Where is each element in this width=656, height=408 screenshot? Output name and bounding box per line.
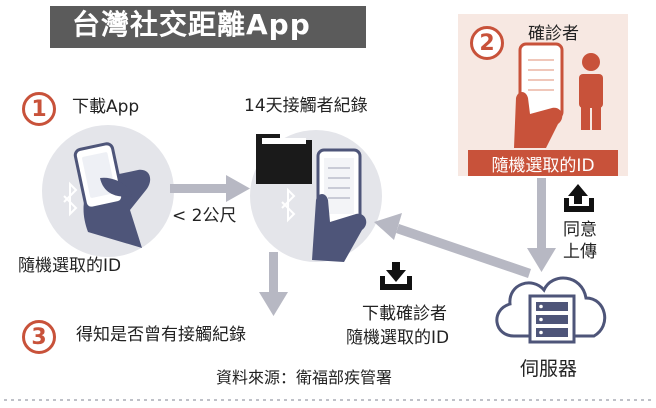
download-icon bbox=[380, 262, 412, 290]
upload-icon bbox=[564, 184, 594, 212]
consent-label-line2: 上傳 bbox=[563, 242, 597, 262]
bluetooth-icon-left bbox=[63, 181, 78, 217]
step-3-badge: 3 bbox=[22, 320, 56, 354]
server-cloud-icon bbox=[495, 276, 607, 344]
center-phone-hand bbox=[312, 148, 367, 262]
step-1-label: 下載App bbox=[72, 97, 140, 117]
arrows bbox=[170, 175, 556, 316]
download-label-line2: 隨機選取的ID bbox=[346, 328, 450, 348]
consent-label-line1: 同意 bbox=[563, 220, 597, 240]
arrow-left-to-center-head bbox=[226, 175, 250, 202]
arrow-server-to-center-head bbox=[374, 213, 402, 240]
folder-icon bbox=[256, 134, 312, 184]
arrow-down-shaft bbox=[269, 252, 278, 294]
person-icon bbox=[579, 53, 603, 130]
step-3-label: 得知是否曾有接觸紀錄 bbox=[76, 325, 246, 345]
page-title: 台灣社交距離App bbox=[72, 8, 311, 41]
arrow-left-to-center-shaft bbox=[170, 184, 228, 193]
confirmed-phone-hand bbox=[514, 42, 564, 148]
random-id-label-left: 隨機選取的ID bbox=[18, 256, 122, 276]
source-note: 資料來源：衛福部疾管署 bbox=[216, 368, 393, 387]
title-banner bbox=[50, 6, 366, 48]
server-label: 伺服器 bbox=[520, 358, 578, 380]
download-label-line1: 下載確診者 bbox=[362, 304, 447, 324]
arrow-confirmed-to-server-head bbox=[527, 248, 556, 272]
left-phone-hand bbox=[73, 142, 151, 248]
step-1-badge: 1 bbox=[22, 92, 56, 126]
random-id-label-confirmed: 隨機選取的ID bbox=[468, 150, 618, 176]
step-2-label: 確診者 bbox=[528, 24, 579, 44]
arrow-down-head bbox=[259, 292, 288, 316]
contact-log-label: 14天接觸者紀錄 bbox=[244, 96, 368, 116]
arrow-confirmed-to-server-shaft bbox=[537, 178, 546, 250]
arrow-server-to-center-shaft bbox=[396, 224, 531, 278]
step-2-badge: 2 bbox=[470, 26, 504, 60]
bluetooth-icon-center bbox=[281, 187, 296, 223]
distance-label: < 2公尺 bbox=[172, 206, 237, 226]
